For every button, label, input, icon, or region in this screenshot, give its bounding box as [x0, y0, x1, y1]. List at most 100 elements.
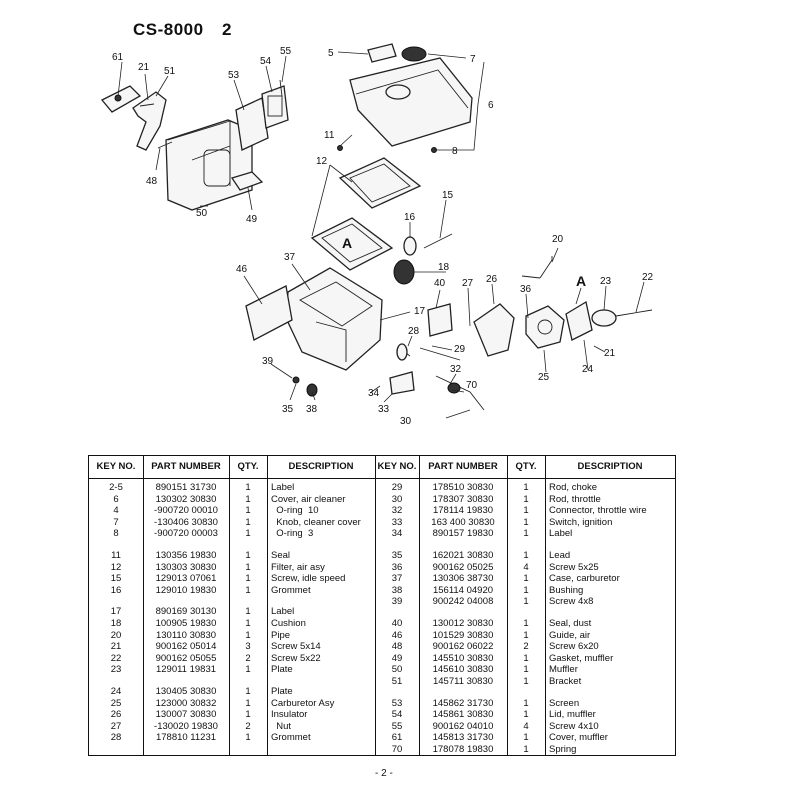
qty-cell: 1 — [523, 505, 529, 517]
description-cell: Lid, muffler — [549, 709, 596, 721]
air-filter-shape — [338, 157, 422, 209]
description-cell: Lead — [549, 550, 571, 561]
callout-label: 33 — [378, 404, 390, 415]
qty-cell: 1 — [245, 606, 251, 618]
key-no-cell: 11 — [111, 550, 121, 561]
qty-cell: 1 — [523, 482, 529, 493]
part-number-cell: 900162 06022 — [432, 641, 494, 653]
callout-label: 28 — [408, 326, 420, 337]
qty-cell: 1 — [245, 550, 251, 561]
description-cell: Insulator — [271, 709, 308, 721]
description-cell: Cover, muffler — [549, 732, 608, 744]
key-no-cell: 35 — [391, 550, 403, 561]
exploded-parts-diagram: 61 21 51 53 54 55 5 7 6 8 11 48 50 49 12… — [100, 43, 654, 427]
cleaner-knob-shape — [401, 46, 427, 62]
key-no-cell: 34 — [391, 528, 403, 540]
part-number-cell: 900162 05014 — [155, 641, 217, 653]
label-plate-shape — [367, 43, 397, 63]
part-number-cell: 130007 30830 — [155, 709, 217, 721]
description-cell: Grommet — [271, 584, 311, 596]
qty-cell: 2 — [523, 641, 529, 653]
qty-cell: 1 — [245, 618, 251, 629]
qty-cell: 1 — [245, 686, 251, 697]
qty-cell: 4 — [523, 720, 529, 732]
callout-label: 50 — [196, 208, 208, 219]
page-label: 2 — [222, 20, 232, 39]
qty-cell: 1 — [245, 505, 251, 517]
part-number-cell: -130406 30830 — [154, 516, 218, 528]
qty-cell: 1 — [523, 664, 529, 676]
qty-cell: 1 — [245, 561, 251, 573]
column-header: QTY. — [237, 461, 259, 472]
callout-label: 49 — [246, 214, 258, 225]
qty-cell: 2 — [245, 720, 251, 732]
bushing-shape — [306, 383, 318, 397]
key-no-cell: 22 — [110, 652, 122, 664]
carburetor-case-shape — [285, 267, 383, 371]
key-no-cell: 37 — [391, 573, 403, 585]
qty-cell: 1 — [523, 493, 529, 505]
description-cell: Label — [549, 528, 573, 540]
part-number-cell: 129010 19830 — [155, 584, 217, 596]
plate-shape — [565, 300, 593, 341]
part-number-cell: 101529 30830 — [432, 629, 494, 641]
qty-cell: 1 — [245, 629, 251, 641]
part-number-cell: 129013 07061 — [155, 573, 217, 585]
callout-label: 48 — [146, 176, 158, 187]
description-cell: Spring — [549, 744, 577, 755]
part-number-cell: 145510 30830 — [432, 652, 494, 664]
key-no-cell: 27 — [110, 720, 122, 732]
qty-cell: 1 — [523, 732, 529, 744]
key-no-cell: 61 — [391, 732, 403, 744]
callout-label: 12 — [316, 156, 328, 167]
callout-label: 29 — [454, 344, 466, 355]
part-number-cell: 100905 19830 — [155, 618, 217, 629]
description-cell: Bracket — [549, 676, 582, 687]
qty-cell: 1 — [523, 584, 529, 596]
callout-label: 18 — [438, 262, 450, 273]
callout-label: 22 — [642, 272, 654, 283]
key-no-cell: 33 — [391, 516, 403, 528]
part-number-cell: 890157 19830 — [432, 528, 494, 540]
column-divider — [143, 456, 144, 755]
callout-label: 11 — [324, 130, 335, 141]
part-number-cell: 178510 30830 — [432, 482, 494, 493]
part-number-cell: 178307 30830 — [432, 493, 494, 505]
key-no-cell: 20 — [110, 629, 122, 641]
callout-label: 15 — [442, 190, 454, 201]
description-cell: O-ring 3 — [271, 528, 314, 540]
part-number-cell: 162021 30830 — [432, 550, 494, 561]
part-number-cell: 130306 38730 — [432, 573, 494, 585]
callout-label: 25 — [538, 372, 550, 383]
switch-shape — [396, 343, 408, 361]
key-no-cell: 23 — [110, 664, 122, 676]
part-number-cell: 129011 19831 — [155, 664, 217, 676]
key-no-cell: 29 — [391, 482, 403, 493]
description-cell: Label — [271, 606, 295, 618]
part-number-cell: 890169 30130 — [155, 606, 217, 618]
part-number-cell: 123000 30832 — [155, 697, 217, 709]
column-divider — [545, 456, 546, 755]
callout-label: 36 — [520, 284, 532, 295]
column-header: DESCRIPTION — [288, 461, 354, 472]
qty-cell: 1 — [523, 652, 529, 664]
qty-cell: 1 — [523, 596, 529, 608]
qty-cell: 1 — [245, 573, 251, 585]
air-cleaner-cover-shape — [349, 57, 473, 147]
qty-cell: 1 — [245, 584, 251, 596]
qty-cell: 1 — [523, 550, 529, 561]
part-number-cell: 178078 19830 — [432, 744, 494, 755]
description-cell: Seal — [271, 550, 291, 561]
key-no-cell: 36 — [391, 561, 403, 573]
description-cell: Carburetor Asy — [271, 697, 335, 709]
qty-cell: 1 — [523, 618, 529, 629]
filter-seal-shape — [310, 217, 394, 271]
key-no-cell: 28 — [110, 732, 122, 744]
callout-label: 38 — [306, 404, 318, 415]
part-number-cell: 900162 05025 — [432, 561, 494, 573]
key-no-cell: 4 — [113, 505, 119, 517]
muffler-gasket-shape — [230, 171, 264, 191]
description-cell: Cushion — [271, 618, 306, 629]
air-guide-shape — [245, 285, 293, 341]
description-cell: O-ring 10 — [271, 505, 319, 517]
